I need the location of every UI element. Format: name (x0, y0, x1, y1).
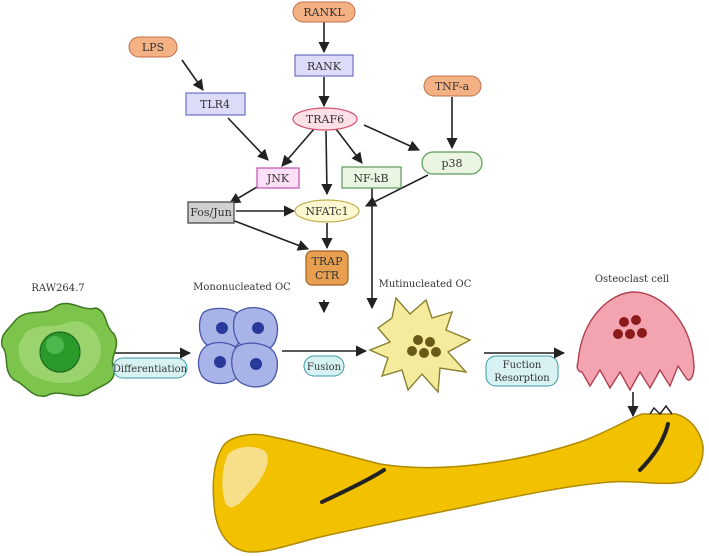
mono-nucleus-1 (216, 322, 228, 334)
node-rankl-label: RANKL (303, 6, 345, 19)
node-fosjun-label: Fos/Jun (190, 206, 232, 219)
step-differentiation: Differentiation (112, 357, 188, 379)
node-fosjun-shape (187, 201, 235, 224)
node-rank: RANK (294, 54, 354, 77)
node-fosjun: Fos/Jun (187, 201, 235, 224)
node-traf6-label: TRAF6 (306, 113, 344, 126)
bone-image (212, 404, 704, 553)
multi-nucleus-3 (407, 346, 417, 356)
node-rankl-shape (292, 1, 356, 23)
node-nfkb: NF-kB (341, 166, 402, 189)
node-traf6-shape (292, 107, 358, 131)
node-rankl: RANKL (292, 1, 356, 23)
cell-label-multi: Mutinucleated OC (379, 279, 472, 290)
arrow-lps-tlr4 (181, 59, 204, 91)
multi-nucleus-5 (431, 347, 441, 357)
arrow-tlr4-jnk (227, 117, 269, 161)
node-tlr4-label: TLR4 (200, 98, 230, 111)
node-p38-label: p38 (441, 157, 462, 170)
step-function-resorption-shape (485, 355, 559, 387)
mono-cell-image (197, 306, 279, 388)
step-function-resorption: Fuction Resorption (485, 355, 559, 387)
node-p38-shape (421, 151, 483, 175)
node-tlr4: TLR4 (185, 92, 246, 116)
arrow-traf6-nfatc1 (321, 130, 333, 196)
step-fusion-label: Fusion (307, 362, 342, 373)
node-tlr4-shape (185, 92, 246, 116)
osteo-nucleus-5 (637, 328, 647, 338)
mono-nucleus-4 (250, 358, 262, 370)
osteo-nucleus-4 (625, 329, 635, 339)
cell-label-raw: RAW264.7 (31, 283, 84, 294)
node-lps: LPS (128, 36, 178, 58)
bone-body (212, 413, 704, 553)
osteo-nucleus-3 (613, 329, 623, 339)
cell-label-osteo: Osteoclast cell (595, 274, 669, 285)
raw-cell-image (0, 302, 118, 397)
step-fusion: Fusion (303, 355, 345, 377)
osteo-nucleus-2 (631, 315, 641, 325)
node-rank-label: RANK (307, 60, 342, 73)
node-tnfa-label: TNF-a (435, 80, 470, 93)
osteo-nucleus-1 (619, 317, 629, 327)
node-trap-ctr: TRAP CTR (305, 250, 349, 286)
multi-cell-image (368, 296, 472, 394)
step-differentiation-label: Differentiation (113, 364, 188, 375)
arrow-traf6-p38 (363, 124, 421, 151)
arrow-p38-nfatc1 (364, 174, 429, 207)
node-nfkb-shape (341, 166, 402, 189)
step-fuction-label: Fuction (503, 360, 542, 371)
mono-nucleus-2 (252, 322, 264, 334)
node-trap-label: TRAP (312, 255, 344, 268)
bone-groove-left (320, 468, 386, 504)
cell-label-mono: Mononucleated OC (193, 282, 291, 293)
node-nfkb-label: NF-kB (353, 172, 388, 185)
raw-cell-nucleus-highlight (46, 336, 64, 354)
arrow-traf6-jnk (281, 128, 315, 167)
node-lps-shape (128, 36, 178, 58)
node-nfatc1: NFATc1 (294, 199, 360, 223)
mono-nucleus-3 (214, 356, 226, 368)
bone-highlight (222, 446, 268, 508)
node-tnfa-shape (423, 75, 482, 97)
arrow-traf6-nfkb (335, 128, 363, 164)
node-nfatc1-label: NFATc1 (305, 205, 348, 218)
multi-nucleus-2 (425, 337, 435, 347)
node-ctr-label: CTR (315, 269, 340, 282)
arrow-fosjun-trap (231, 219, 310, 251)
node-jnk: JNK (256, 167, 300, 189)
node-trap-ctr-shape (305, 250, 349, 286)
multi-cell-body (368, 296, 472, 394)
node-tnfa: TNF-a (423, 75, 482, 97)
node-rank-shape (294, 54, 354, 77)
bone-resorption-pit (649, 404, 673, 416)
multi-nucleus-4 (419, 348, 429, 358)
node-nfatc1-shape (294, 199, 360, 223)
node-lps-label: LPS (142, 41, 164, 54)
signal-arrows (112, 22, 639, 418)
step-resorption-label: Resorption (494, 373, 550, 384)
node-p38: p38 (421, 151, 483, 175)
node-jnk-shape (256, 167, 300, 189)
bone-groove-right (638, 422, 670, 472)
step-differentiation-shape (112, 357, 188, 379)
multi-nucleus-1 (413, 335, 423, 345)
node-jnk-label: JNK (266, 172, 290, 185)
osteo-cell-image (576, 291, 695, 392)
osteo-cell-body (576, 291, 695, 392)
step-fusion-shape (303, 355, 345, 377)
node-traf6: TRAF6 (292, 107, 358, 131)
